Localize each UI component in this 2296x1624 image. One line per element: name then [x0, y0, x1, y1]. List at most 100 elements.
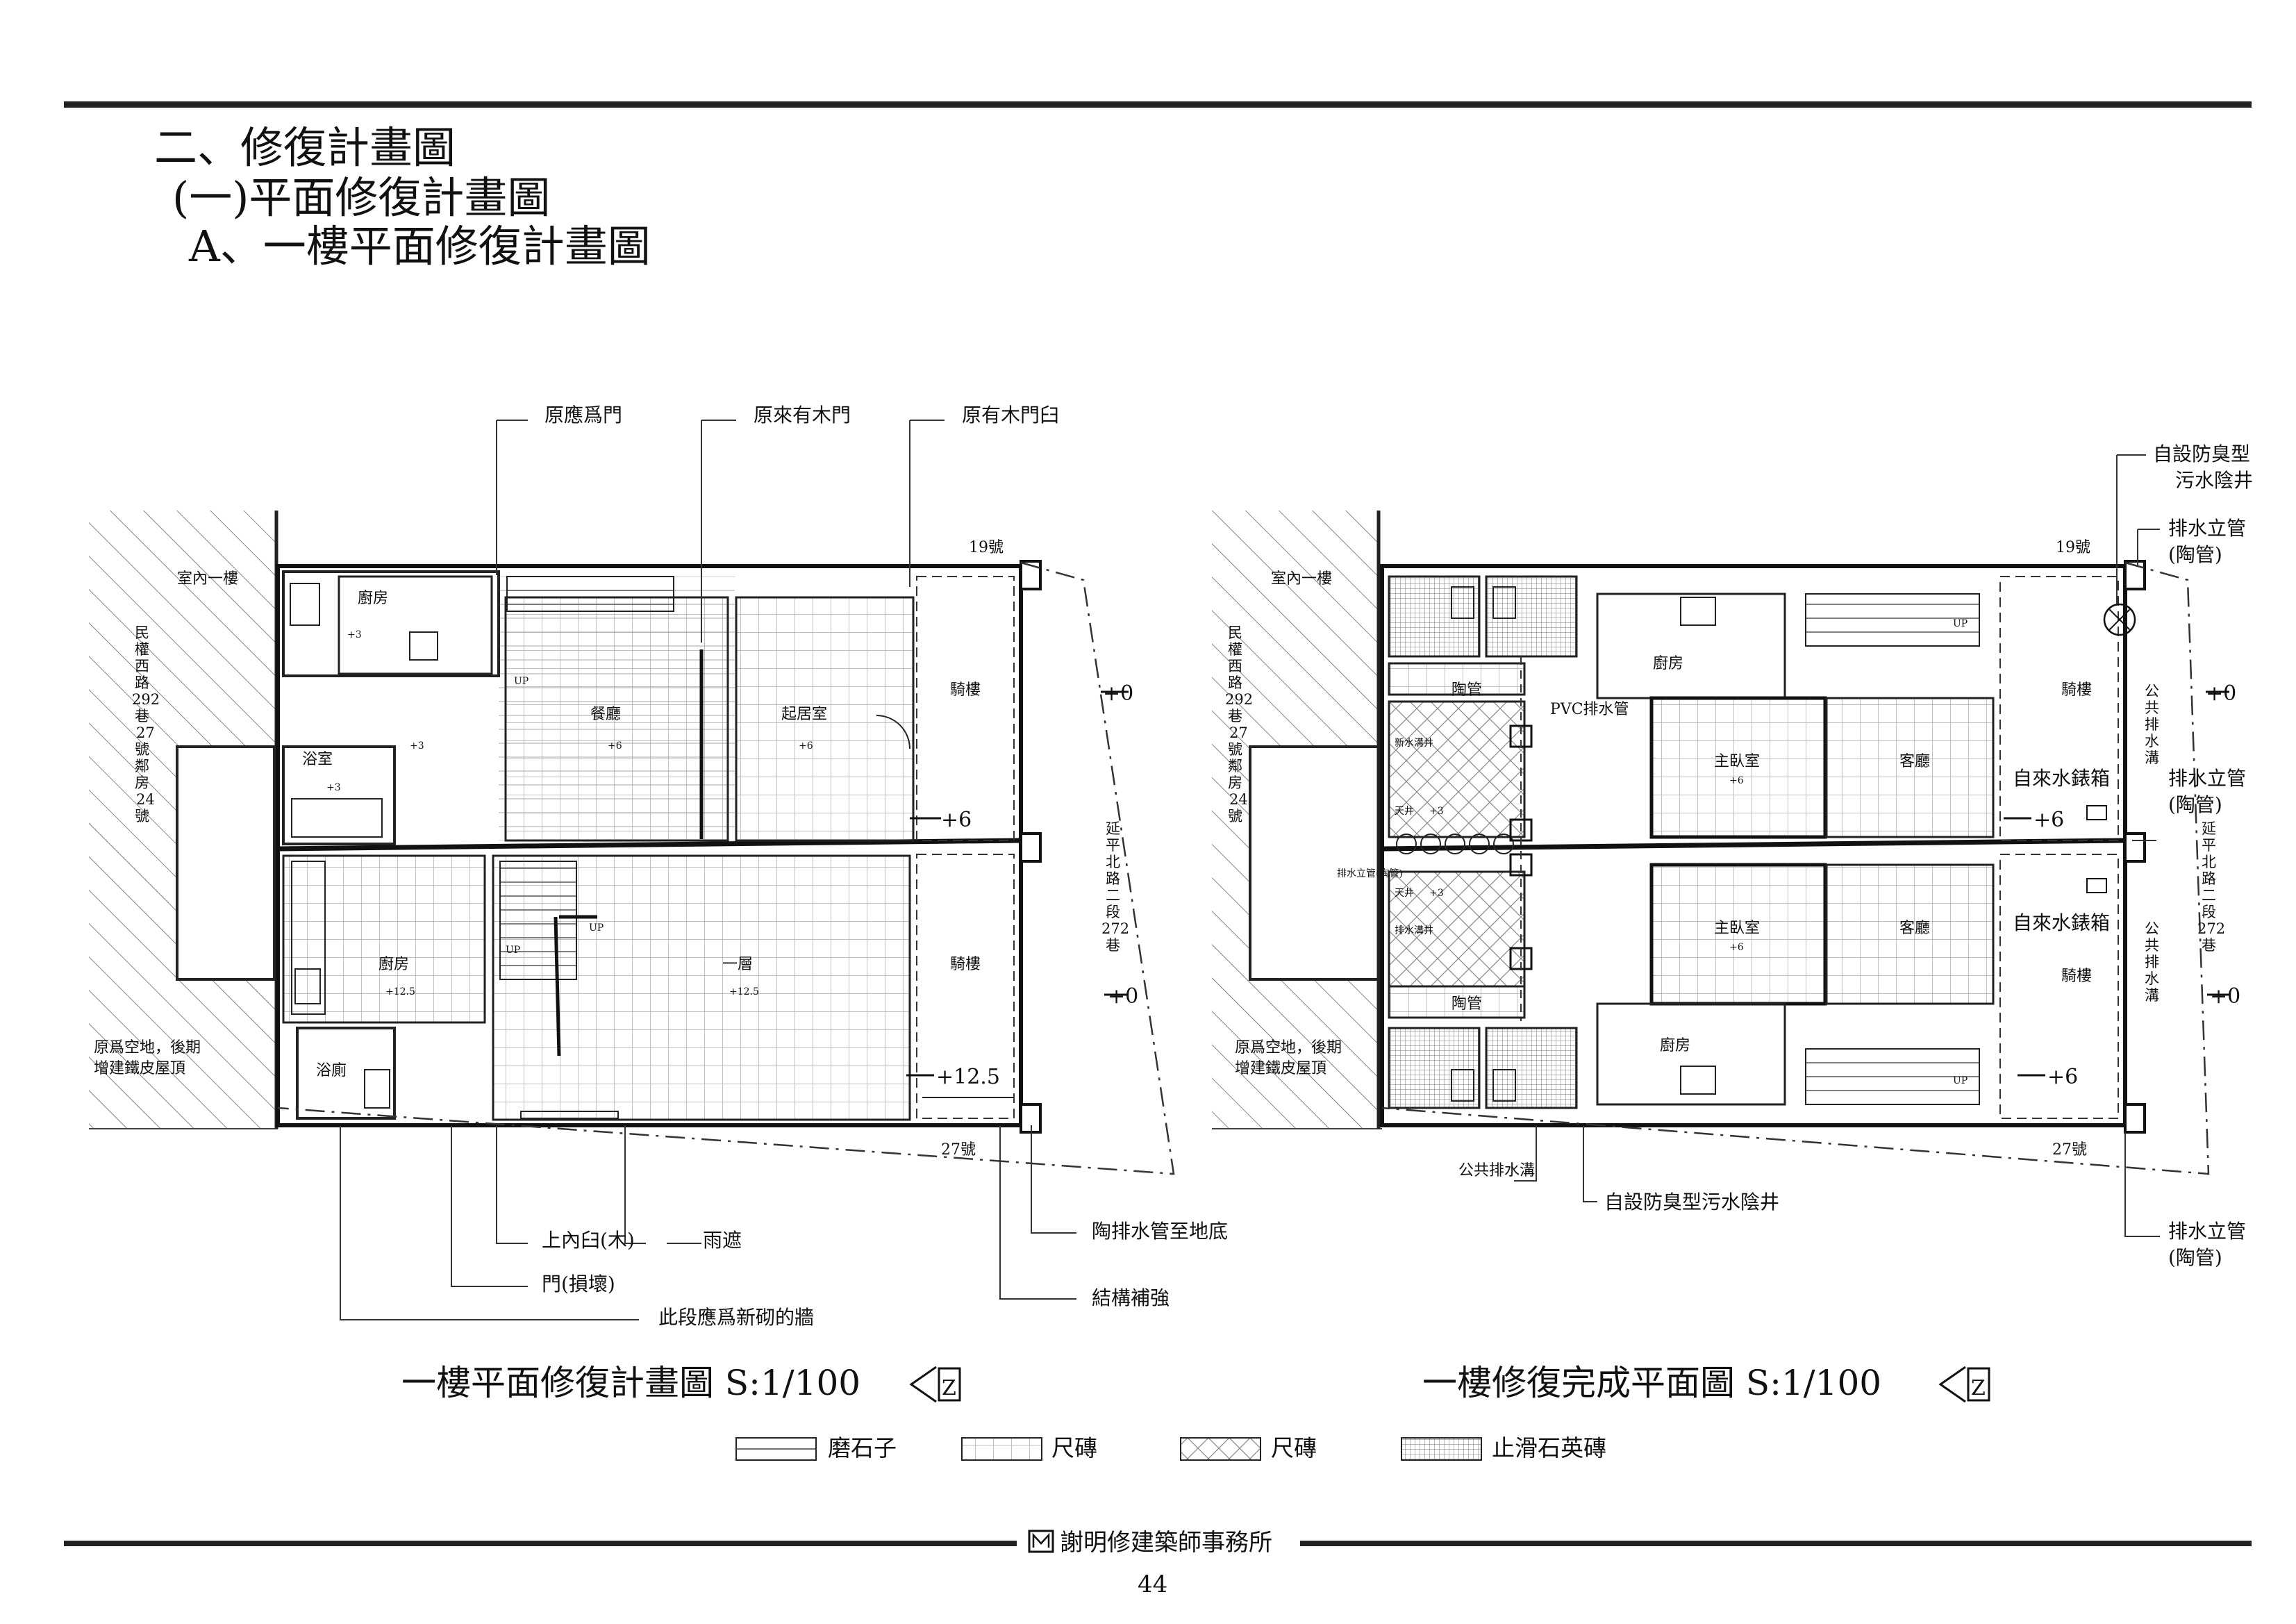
header-line-2: (一)平面修復計畫圖: [172, 172, 550, 223]
indoor-label: 室內一樓: [177, 570, 238, 588]
water-meter-south: [2086, 878, 2107, 893]
public-drain-vertical-label: 公 共 排 水 溝: [2145, 683, 2159, 766]
svg-text:路: 路: [1106, 870, 1120, 887]
svg-text:24: 24: [136, 791, 155, 808]
svg-text:272: 272: [2197, 920, 2225, 937]
page-number: 44: [1138, 1571, 1167, 1598]
level-out-low-r: +6: [2047, 1065, 2078, 1089]
svg-text:段: 段: [2202, 904, 2216, 920]
level-out-low: +12.5: [936, 1065, 1000, 1089]
level-sky-bottom: +3: [1429, 888, 1444, 899]
bottom-rule-left: [64, 1541, 1017, 1546]
blank-lot-note: 原爲空地，後期: [94, 1039, 201, 1057]
south-road-label-right: 延 平 北 路 二 段 272 巷: [2197, 820, 2225, 954]
up-arrow-2: UP: [506, 945, 520, 956]
svg-text:民: 民: [135, 624, 149, 641]
svg-text:延: 延: [1106, 820, 1120, 837]
stove-icon: [294, 968, 321, 1004]
level-master-south: +6: [1729, 942, 1744, 953]
footer: 謝明修建築師事務所 44: [1028, 1529, 1272, 1598]
house-number-27: 27號: [941, 1141, 976, 1159]
stair-north: [506, 576, 674, 612]
level-dining: +6: [608, 740, 622, 752]
svg-text:鄰: 鄰: [135, 758, 149, 774]
room-bath-south: 浴廁: [316, 1062, 347, 1079]
svg-text:巷: 巷: [2202, 937, 2216, 954]
level-master-north: +6: [1729, 775, 1744, 786]
level-living: +6: [799, 740, 813, 752]
svg-text:二: 二: [1106, 887, 1120, 904]
note-septic-top: 自設防臭型: [2153, 442, 2250, 465]
indoor-label-r: 室內一樓: [1271, 570, 1332, 588]
header-line-3: A、一樓平面修復計畫圖: [188, 221, 651, 272]
level-ground: +12.5: [729, 986, 759, 997]
room-dining: 餐廳: [590, 706, 621, 723]
skylight-north: [1388, 700, 1526, 838]
up-arrow-r-2: UP: [1953, 1075, 1968, 1086]
kitchen-north-r: [1596, 593, 1786, 699]
note-riser-mid-2: (陶管): [2168, 793, 2222, 816]
room-kitchen-south: 廚房: [378, 956, 409, 973]
note-wood-frame: 原有木門臼: [962, 404, 1059, 426]
svg-text:西: 西: [135, 658, 149, 674]
note-septic-top-2: 污水陰井: [2175, 469, 2253, 492]
room-bath-north: 浴室: [302, 751, 333, 768]
north-arrow-right: Z: [1938, 1366, 1990, 1403]
note-public-drain: 公共排水溝: [1458, 1162, 1535, 1179]
stair-south-r: [1805, 1048, 1980, 1105]
firm-name: 謝明修建築師事務所: [1060, 1529, 1272, 1557]
legend: 磨石子 尺磚 尺磚 止滑石英磚: [735, 1434, 1606, 1461]
north-arrow-left: Z: [909, 1366, 961, 1403]
svg-text:27: 27: [1229, 724, 1248, 741]
north-neighbour-label-left: 民 權 西 路 292 巷 27 號 鄰 房 24 號: [132, 624, 160, 825]
svg-text:權: 權: [135, 641, 149, 658]
svg-text:272: 272: [1101, 920, 1129, 937]
svg-text:24: 24: [1229, 791, 1248, 808]
legend-swatch-quartz: [1401, 1437, 1482, 1461]
svg-text:共: 共: [2145, 937, 2159, 954]
svg-text:號: 號: [1228, 808, 1242, 825]
svg-text:巷: 巷: [1106, 937, 1120, 954]
water-meter-north: [2086, 805, 2107, 820]
svg-text:房: 房: [135, 774, 149, 791]
svg-text:北: 北: [2202, 854, 2216, 870]
header-line-1: 二、修復計畫圖: [154, 122, 456, 173]
svg-text:民: 民: [1228, 624, 1242, 641]
legend-label-terrazzo: 磨石子: [828, 1434, 897, 1461]
room-arcade-south-r: 騎樓: [2061, 968, 2092, 985]
north-arrow-right-letter: Z: [1971, 1376, 1986, 1400]
level-out-mid-r: +6: [2033, 808, 2064, 832]
guest-north-r: [1825, 697, 1995, 838]
level-out-top: +0: [1103, 681, 1133, 706]
svg-text:溝: 溝: [2145, 987, 2159, 1004]
svg-text:路: 路: [1228, 674, 1242, 691]
room-arcade-south: 騎樓: [950, 956, 981, 973]
blank-lot-note-r-2: 增建鐵皮屋頂: [1235, 1060, 1326, 1077]
planter-row: [1396, 834, 1514, 854]
svg-text:27: 27: [136, 724, 155, 741]
party-wall: [277, 838, 1022, 852]
bathtub-icon: [291, 798, 383, 838]
north-neighbour-label-right: 民 權 西 路 292 巷 27 號 鄰 房 24 號: [1225, 624, 1253, 825]
house-number-27-r: 27號: [2052, 1141, 2087, 1159]
svg-text:西: 西: [1228, 658, 1242, 674]
level-out-bottom: +0: [1108, 984, 1138, 1009]
caption-right: 一樓修復完成平面圖 S:1/100: [1422, 1363, 1881, 1403]
bottom-rule-right: [1300, 1541, 2252, 1546]
note-reinforce: 結構補強: [1092, 1286, 1170, 1309]
plan-left: [89, 420, 1175, 1320]
kitchen-south: [282, 854, 486, 1024]
blank-lot-note-2: 增建鐵皮屋頂: [94, 1060, 185, 1077]
guest-south-r: [1825, 863, 1995, 1005]
level-out-mid: +6: [941, 808, 972, 832]
house-number-19-r: 19號: [2056, 539, 2090, 556]
svg-text:權: 權: [1228, 641, 1242, 658]
room-arcade-north: 騎樓: [950, 681, 981, 699]
top-rule: [64, 101, 2252, 108]
toilet-icon: [290, 583, 320, 626]
level-out-bottom-r: +0: [2210, 984, 2240, 1009]
legend-label-grid: 尺磚: [1051, 1434, 1097, 1461]
svg-text:北: 北: [1106, 854, 1120, 870]
svg-text:平: 平: [1106, 837, 1120, 854]
level-out-top-r: +0: [2206, 681, 2236, 706]
